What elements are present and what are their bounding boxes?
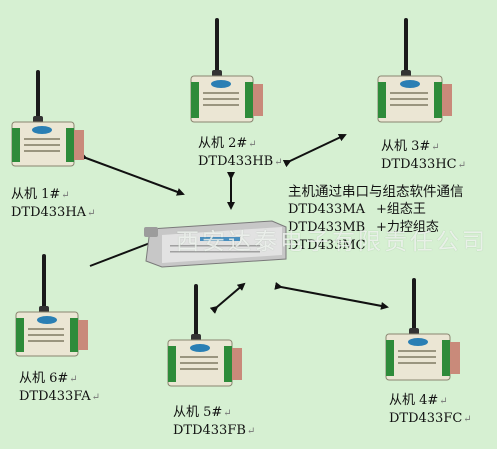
- slave-1-radio-module: [11, 70, 84, 167]
- master-software-ma: +组态王: [376, 202, 426, 217]
- slave-1-label: 从机 1#↵ DTD433HA↵: [11, 187, 96, 220]
- master-model-ma: DTD433MA: [288, 202, 366, 217]
- master-info: 主机通过串口与组态软件通信 DTD433MA +组态王 DTD433MB +力控组态…: [288, 183, 464, 255]
- slave-5-label: 从机 5#↵ DTD433FB↵: [173, 405, 256, 438]
- slave-2-radio-module: [190, 18, 263, 123]
- master-row-2: DTD433MB +力控组态: [288, 219, 464, 237]
- line-slave6-master: [89, 242, 151, 267]
- slave-3-name: 从机 3#: [381, 139, 431, 154]
- slave-6-name: 从机 6#: [19, 371, 69, 386]
- slave-3-model: DTD433HC: [381, 157, 457, 172]
- slave-2-model: DTD433HB: [198, 154, 274, 169]
- arrow-slave4-master: [274, 281, 389, 310]
- slave-6-label: 从机 6#↵ DTD433FA↵: [19, 371, 100, 404]
- master-row-1: DTD433MA +组态王: [288, 201, 464, 219]
- slave-5-model: DTD433FB: [173, 423, 246, 438]
- slave-2-name: 从机 2#: [198, 136, 248, 151]
- master-model-mb: DTD433MB: [288, 220, 366, 235]
- slave-4-radio-module: [385, 278, 460, 381]
- slave-4-name: 从机 4#: [389, 393, 439, 408]
- slave-1-name: 从机 1#: [11, 187, 61, 202]
- company-watermark: 西安达泰电子有限责任公司: [176, 229, 488, 255]
- slave-5-name: 从机 5#: [173, 405, 223, 420]
- master-row-3: DTD433MC: [288, 237, 464, 255]
- slave-2-label: 从机 2#↵ DTD433HB↵: [198, 136, 283, 169]
- arrow-slave3-master: [282, 133, 347, 168]
- arrow-slave1-master: [78, 152, 185, 196]
- slave-1-model: DTD433HA: [11, 205, 87, 220]
- arrow-slave5-master: [209, 282, 246, 314]
- slave-4-label: 从机 4#↵ DTD433FC↵: [389, 393, 472, 426]
- slave-6-radio-module: [15, 254, 88, 357]
- slave-5-radio-module: [167, 284, 242, 387]
- slave-3-radio-module: [377, 18, 452, 123]
- master-title: 主机通过串口与组态软件通信: [288, 184, 464, 200]
- slave-4-model: DTD433FC: [389, 411, 463, 426]
- slave-6-model: DTD433FA: [19, 389, 91, 404]
- master-software-mb: +力控组态: [376, 220, 439, 235]
- master-model-mc: DTD433MC: [288, 238, 366, 253]
- slave-3-label: 从机 3#↵ DTD433HC↵: [381, 139, 467, 172]
- master-radio-unit: [144, 220, 287, 268]
